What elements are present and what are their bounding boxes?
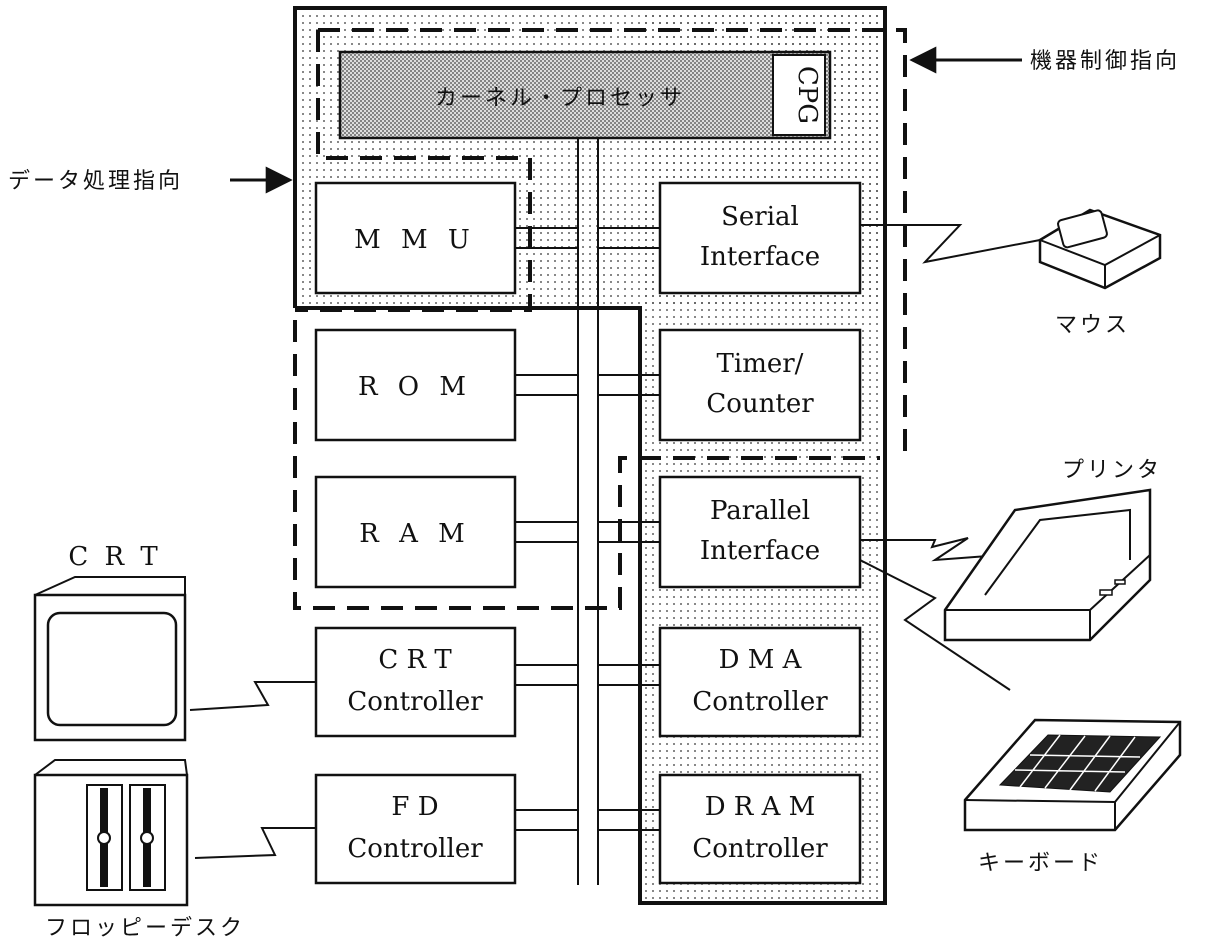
parallel-line2: Interface — [700, 536, 820, 566]
dma-line1: D M A — [719, 645, 803, 675]
rom-label: R O M — [358, 372, 472, 402]
crt-controller-line2: Controller — [347, 687, 483, 717]
floppy-device: フロッピーデスク — [35, 760, 245, 941]
mouse-label: マウス — [1055, 313, 1130, 338]
crt-controller-line1: C R T — [378, 645, 452, 675]
block-dram-controller: D R A M Controller — [660, 775, 860, 883]
right-chip-region — [640, 8, 885, 903]
dotted-regions — [295, 8, 885, 903]
fd-controller-line1: F D — [391, 792, 438, 822]
block-timer-counter: Timer/ Counter — [660, 330, 860, 440]
block-fd-controller: F D Controller — [316, 775, 515, 883]
serial-line1: Serial — [721, 202, 799, 232]
dram-line2: Controller — [692, 834, 828, 864]
floppy-label: フロッピーデスク — [45, 916, 245, 941]
device-control-label: 機器制御指向 — [1030, 49, 1180, 74]
fd-controller-line2: Controller — [347, 834, 483, 864]
ram-label: R A M — [359, 519, 471, 549]
parallel-line1: Parallel — [710, 496, 810, 526]
annotation-data-processing: データ処理指向 — [8, 169, 290, 194]
crt-device: C R T — [35, 542, 185, 740]
crt-label: C R T — [68, 542, 161, 572]
block-serial-interface: Serial Interface — [660, 183, 860, 293]
block-ram: R A M — [316, 477, 515, 587]
timer-line1: Timer/ — [717, 349, 804, 379]
block-parallel-interface: Parallel Interface — [660, 477, 860, 587]
block-rom: R O M — [316, 330, 515, 440]
block-dma-controller: D M A Controller — [660, 628, 860, 736]
mmu-label: M M U — [354, 225, 476, 255]
mouse-device: マウス — [1040, 210, 1160, 338]
crt-screen — [48, 613, 176, 725]
printer-device: プリンタ — [945, 458, 1162, 640]
keyboard-label: キーボード — [978, 851, 1103, 876]
keyboard-device: キーボード — [965, 720, 1180, 876]
kernel-processor: カーネル・プロセッサ CPG — [340, 52, 830, 138]
block-crt-controller: C R T Controller — [316, 628, 515, 736]
cpg-label: CPG — [792, 66, 822, 124]
dram-line1: D R A M — [705, 792, 816, 822]
block-mmu: M M U — [316, 183, 515, 293]
kernel-label: カーネル・プロセッサ — [435, 86, 685, 111]
annotation-device-control: 機器制御指向 — [912, 49, 1180, 74]
data-processing-label: データ処理指向 — [8, 169, 183, 194]
serial-line2: Interface — [700, 242, 820, 272]
timer-line2: Counter — [706, 389, 814, 419]
printer-label: プリンタ — [1062, 458, 1162, 483]
dma-line2: Controller — [692, 687, 828, 717]
